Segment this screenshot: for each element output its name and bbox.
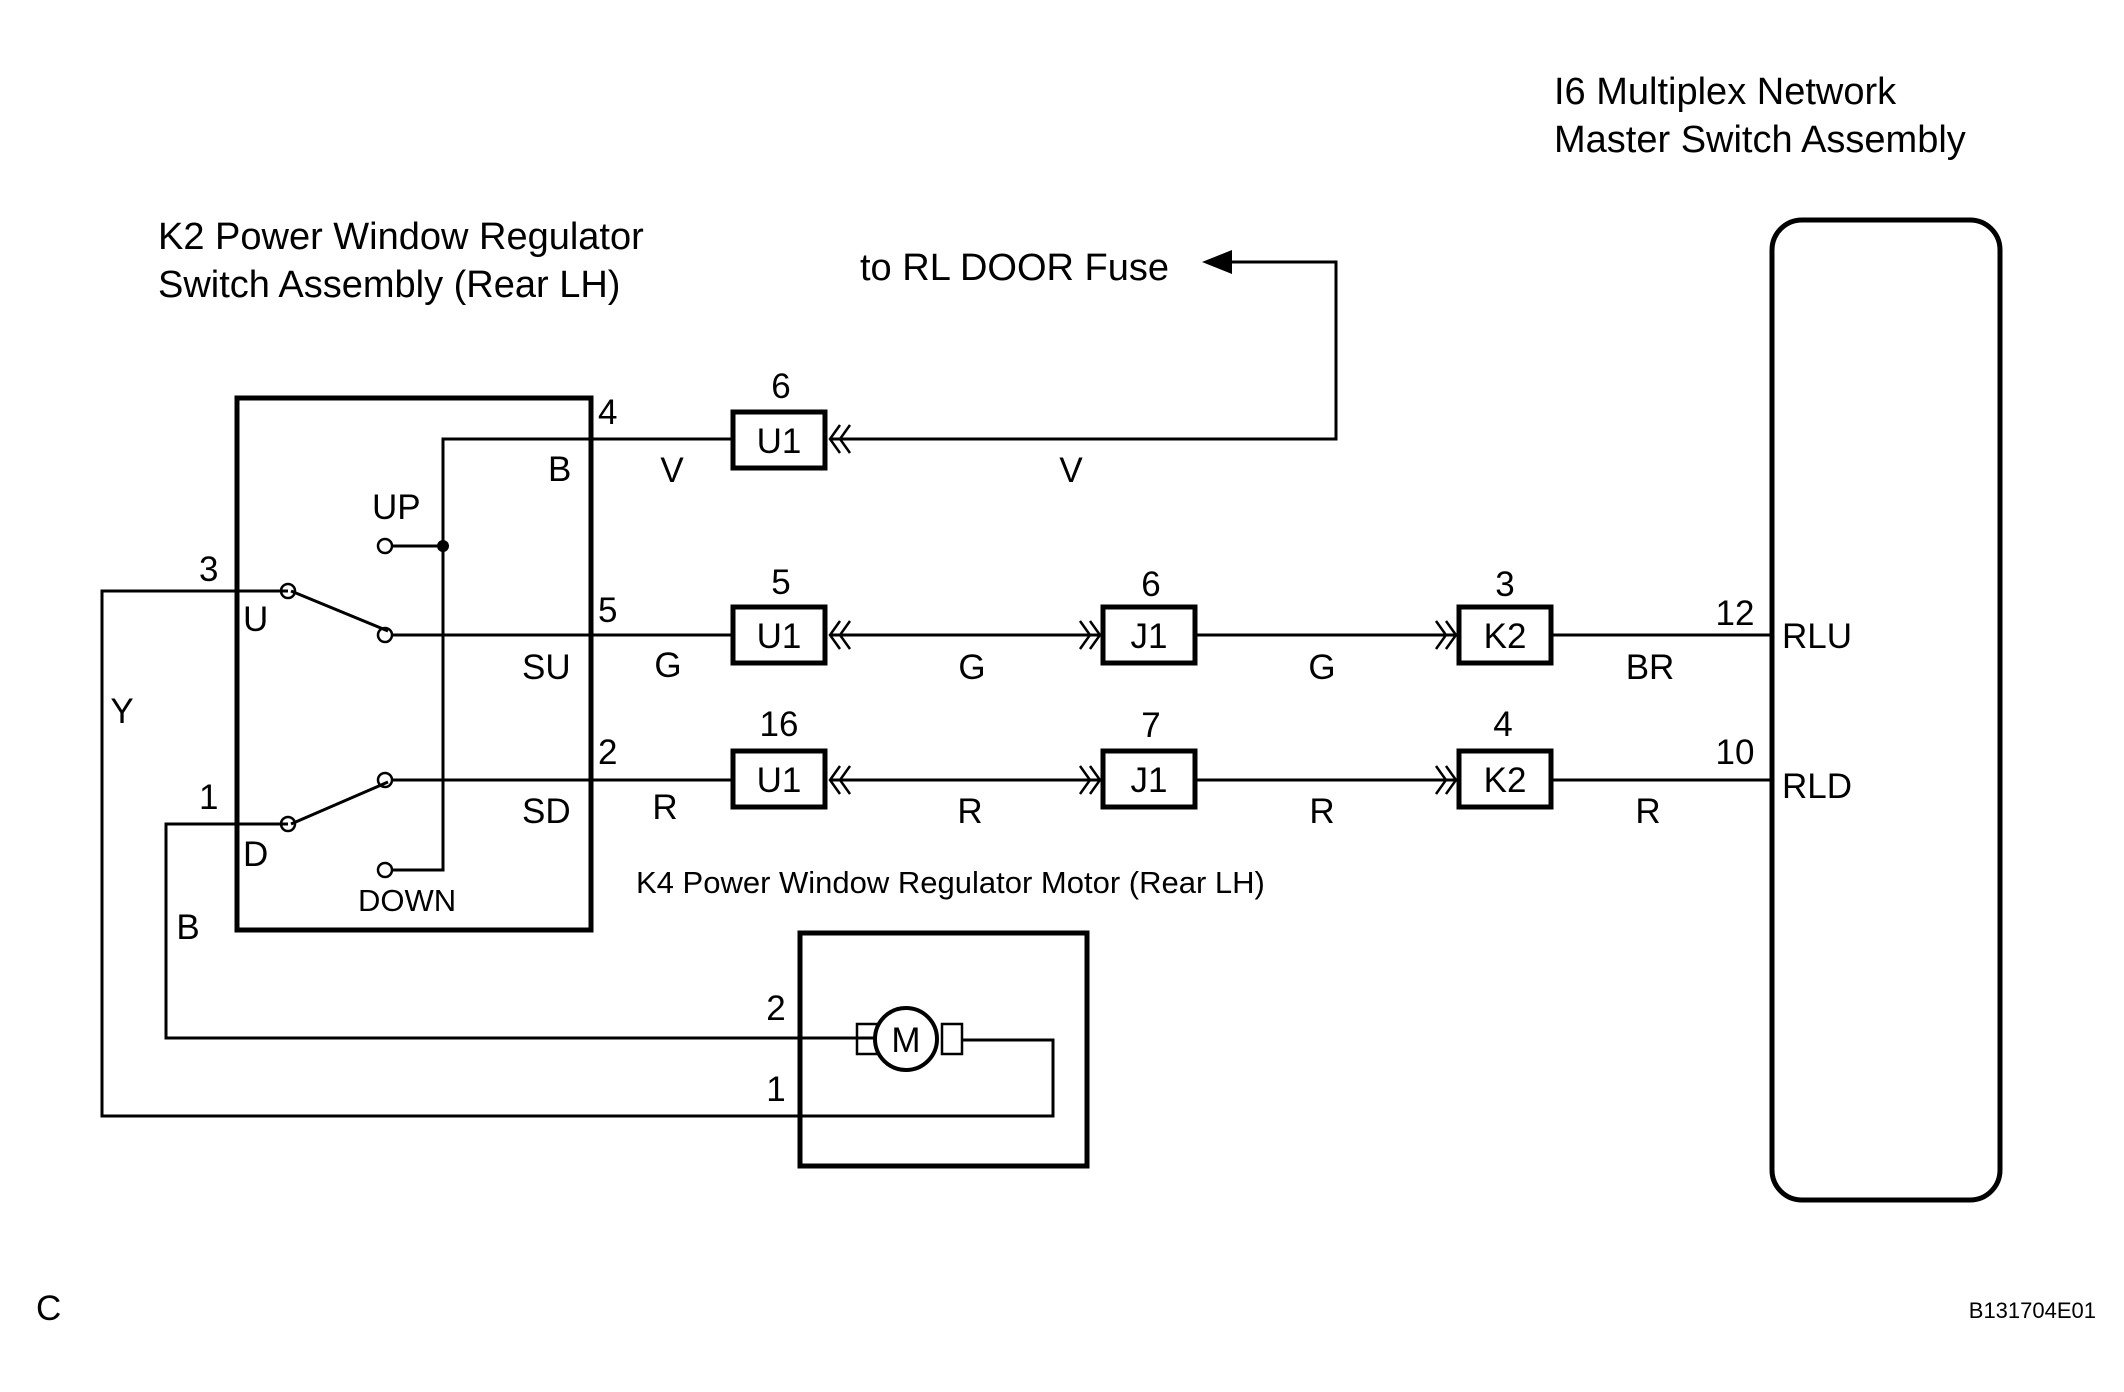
connector-k2-mid-name: K2 [1484,617,1527,656]
switch-terminal-d: D [243,835,268,874]
k2-title-line1: K2 Power Window Regulator [158,216,644,258]
k2-title-line2: Switch Assembly (Rear LH) [158,264,620,306]
switch-junction-dot [437,540,449,552]
connector-u1-top [730,409,828,471]
connector-u1-bot [730,748,828,810]
motor-icon [873,1006,939,1072]
switch-up-contact [376,537,394,555]
connector-k2-bot-name: K2 [1484,761,1527,800]
switch-terminal-sd: SD [522,792,571,831]
connector-k2-bot-pin: 4 [1493,705,1512,744]
wire-color-r4: R [1635,792,1660,831]
wire-color-br: BR [1626,648,1675,687]
switch-pin-5: 5 [598,591,617,630]
k4-title: K4 Power Window Regulator Motor (Rear LH… [636,865,1265,900]
switch-pin-4: 4 [598,393,617,432]
fuse-arrow-icon [1202,250,1232,274]
switch-b-bus [392,437,591,872]
i6-title-line1: I6 Multiplex Network [1554,71,1897,113]
connector-j1-bot-name: J1 [1131,761,1168,800]
connector-u1-bot-pin: 16 [760,705,799,744]
switch-pin-1: 1 [199,778,218,817]
connector-u1-top-name: U1 [757,422,802,461]
connector-u1-mid-pin: 5 [771,563,790,602]
switch-down-label: DOWN [358,883,456,918]
motor-pin-2: 2 [766,989,785,1028]
switch-pin-3: 3 [199,550,218,589]
connector-j1-bot-pin: 7 [1141,706,1160,745]
i6-master-switch-box [1769,217,2003,1203]
fuse-wire [830,260,1338,441]
wire-color-y: Y [110,692,133,731]
wire-color-v2: V [1059,451,1083,490]
connector-j1-mid-name: J1 [1131,617,1168,656]
master-pin-10: 10 [1716,733,1755,772]
wire-color-v1: V [660,451,684,490]
wire-b-d-motor2 [164,822,855,1040]
switch-down-contact [376,861,394,879]
wire-y-u-motor1 [100,589,1055,1118]
wire-color-r3: R [1309,792,1334,831]
wire-color-b: B [176,908,199,947]
connector-j1-bot [1100,748,1198,810]
motor-pin-1: 1 [766,1070,785,1109]
fuse-label: to RL DOOR Fuse [860,247,1169,289]
switch-terminal-u: U [243,600,268,639]
connector-j1-mid-pin: 6 [1141,565,1160,604]
figure-code: B131704E01 [1969,1298,2096,1323]
connector-k2-mid [1456,604,1554,666]
connector-u1-mid-name: U1 [757,617,802,656]
master-terminal-rlu: RLU [1782,617,1852,656]
k2-switch-box [234,395,594,933]
motor-symbol: M [891,1021,920,1060]
k4-motor-box [797,930,1090,1169]
wire-color-g2: G [958,648,985,687]
wire-color-r1: R [652,788,677,827]
switch-up-label: UP [372,488,421,527]
i6-title-line2: Master Switch Assembly [1554,119,1966,161]
wire-color-r2: R [957,792,982,831]
switch-u-blade [290,589,389,633]
switch-terminal-b: B [548,450,571,489]
master-pin-12: 12 [1716,594,1755,633]
connector-u1-bot-name: U1 [757,761,802,800]
wire-color-g1: G [654,646,681,685]
switch-terminal-su: SU [522,648,571,687]
connector-u1-top-pin: 6 [771,367,790,406]
connector-u1-mid [730,604,828,666]
switch-pin-2: 2 [598,733,617,772]
corner-letter: C [36,1289,61,1328]
switch-d-blade [290,780,389,826]
connector-j1-mid [1100,604,1198,666]
connector-k2-mid-pin: 3 [1495,565,1514,604]
connector-k2-bot [1456,748,1554,810]
master-terminal-rld: RLD [1782,767,1852,806]
chevrons [828,424,1458,795]
wire-color-g3: G [1308,648,1335,687]
